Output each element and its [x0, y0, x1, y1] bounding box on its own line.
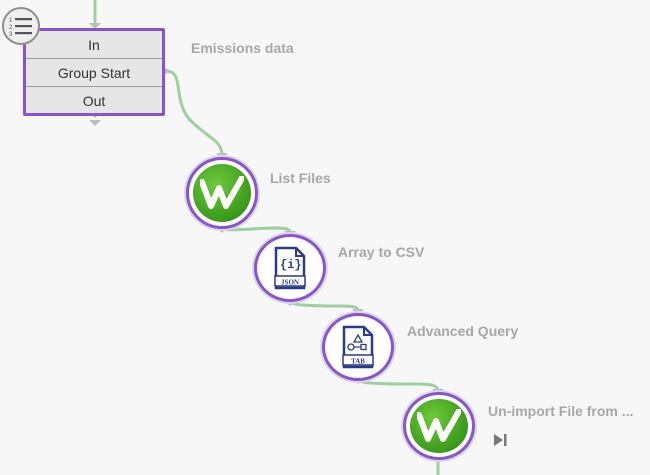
file-badge: TAB	[351, 358, 365, 366]
group-block[interactable]: In Group Start Out	[23, 28, 165, 116]
node-title-array-to-csv[interactable]: Array to CSV	[338, 244, 425, 260]
group-row-label: Group Start	[57, 64, 131, 81]
group-row-in[interactable]: In	[26, 31, 162, 59]
node-advanced-query[interactable]: TAB	[322, 313, 394, 381]
play-to-end-icon[interactable]	[492, 432, 510, 448]
numbered-list-icon[interactable]: 1 2 3	[2, 7, 40, 45]
group-row-start[interactable]: Group Start	[26, 59, 162, 87]
node-un-import-file[interactable]	[403, 392, 475, 460]
svg-text:3: 3	[9, 32, 13, 37]
group-row-label: Out	[82, 93, 106, 109]
w-checkmark-icon	[410, 399, 468, 453]
svg-text:2: 2	[9, 25, 13, 31]
group-title[interactable]: Emissions data	[191, 40, 294, 56]
node-list-files[interactable]	[186, 157, 258, 229]
svg-text:1: 1	[9, 18, 13, 24]
group-row-label: In	[88, 36, 100, 53]
tab-file-icon: TAB	[329, 320, 387, 374]
w-checkmark-icon	[193, 164, 251, 222]
node-title-list-files[interactable]: List Files	[270, 170, 331, 186]
svg-text:{i}: {i}	[280, 258, 302, 272]
node-title-advanced-query[interactable]: Advanced Query	[407, 323, 519, 339]
group-row-out[interactable]: Out	[26, 87, 162, 115]
node-title-un-import-file[interactable]: Un-import File from ...	[488, 403, 634, 419]
node-array-to-csv[interactable]: {i} JSON	[254, 234, 326, 302]
json-file-icon: {i} JSON	[261, 241, 319, 295]
file-badge: JSON	[281, 279, 299, 287]
